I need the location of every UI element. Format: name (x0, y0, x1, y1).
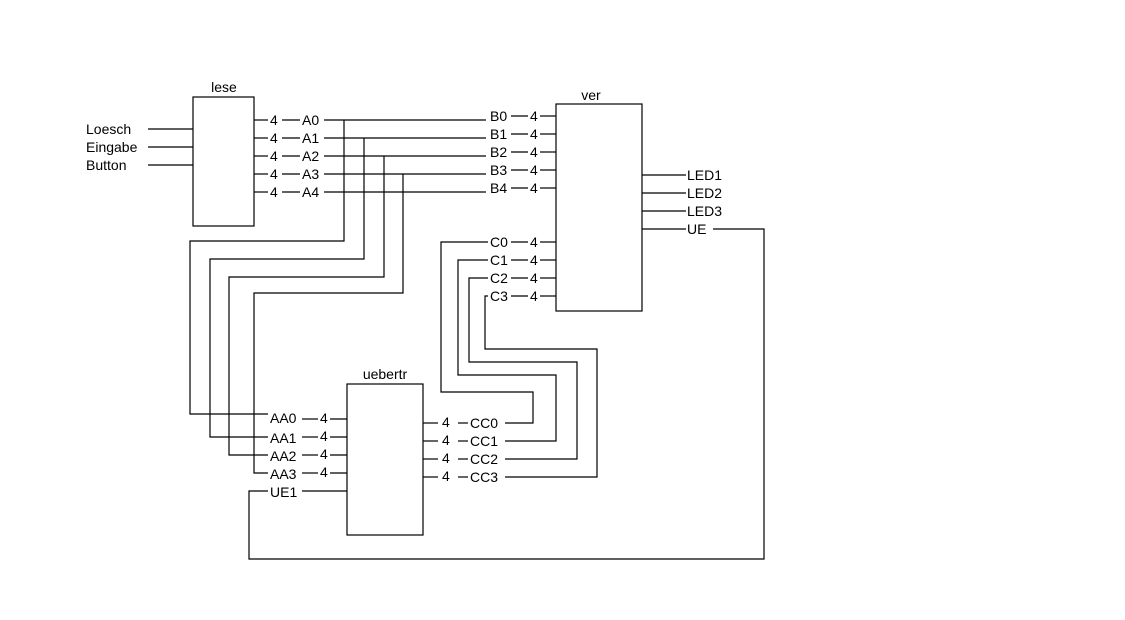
uebertr-input-aa0: AA0 (270, 410, 297, 426)
ver-bus-width-b2: 4 (530, 144, 538, 160)
uebertr-output-cc0: CC0 (470, 415, 498, 431)
uebertr-bus-width-aa2: 4 (320, 446, 328, 462)
ver-output-led3: LED3 (687, 203, 722, 219)
ver-input-c3: C3 (490, 288, 508, 304)
uebertr-bus-width-cc1: 4 (442, 432, 450, 448)
ver-input-b4: B4 (490, 180, 507, 196)
wire-a3-aa3 (253, 174, 404, 474)
lese-bus-width-a3: 4 (270, 166, 278, 182)
wire-a0-aa0 (189, 120, 345, 415)
uebertr-bus-width-aa1: 4 (320, 428, 328, 444)
ver-bus-width-c1: 4 (530, 252, 538, 268)
lese-output-a2: A2 (302, 148, 319, 164)
uebertr-output-cc2: CC2 (470, 451, 498, 467)
uebertr-bus-width-cc0: 4 (442, 414, 450, 430)
ver-input-c2: C2 (490, 270, 508, 286)
ver-input-b3: B3 (490, 162, 507, 178)
ver-output-ue: UE (687, 221, 706, 237)
ver-box (555, 103, 643, 312)
lese-bus-width-a1: 4 (270, 130, 278, 146)
wire-cc3-c3 (484, 295, 598, 478)
block-lese: lese Loesch Eingabe Button 4 4 4 4 4 A0 … (86, 79, 319, 227)
uebertr-bus-width-cc2: 4 (442, 450, 450, 466)
uebertr-output-cc3: CC3 (470, 469, 498, 485)
wires (189, 119, 765, 560)
uebertr-bus-width-cc3: 4 (442, 468, 450, 484)
lese-output-a3: A3 (302, 166, 319, 182)
uebertr-bus-width-aa3: 4 (320, 464, 328, 480)
wire-ue-ue1 (248, 228, 765, 560)
lese-input-loesch: Loesch (86, 121, 131, 137)
wire-cc1-c1 (457, 259, 557, 442)
uebertr-input-aa1: AA1 (270, 430, 297, 446)
lese-bus-width-a2: 4 (270, 148, 278, 164)
lese-bus-width-a0: 4 (270, 112, 278, 128)
ver-input-b2: B2 (490, 144, 507, 160)
lese-title: lese (211, 79, 237, 95)
lese-input-eingabe: Eingabe (86, 139, 138, 155)
block-ver: ver B0 B1 B2 B3 B4 4 4 4 4 4 C0 C1 C2 C3… (490, 87, 722, 312)
block-uebertr: uebertr AA0 AA1 AA2 AA3 UE1 4 4 4 4 4 4 … (270, 366, 498, 536)
ver-bus-width-b1: 4 (530, 126, 538, 142)
ver-bus-width-b0: 4 (530, 108, 538, 124)
ver-bus-width-b4: 4 (530, 180, 538, 196)
ver-bus-width-b3: 4 (530, 162, 538, 178)
wire-a2-aa2 (228, 156, 385, 456)
wire-cc2-c2 (468, 277, 578, 460)
lese-output-a4: A4 (302, 184, 319, 200)
lese-output-a0: A0 (302, 112, 319, 128)
ver-output-led2: LED2 (687, 185, 722, 201)
ver-input-b0: B0 (490, 108, 507, 124)
ver-input-c1: C1 (490, 252, 508, 268)
uebertr-input-ue1: UE1 (270, 484, 297, 500)
ver-bus-width-c3: 4 (530, 288, 538, 304)
ver-bus-width-c2: 4 (530, 270, 538, 286)
uebertr-output-cc1: CC1 (470, 433, 498, 449)
uebertr-title: uebertr (363, 366, 408, 382)
uebertr-input-aa3: AA3 (270, 466, 297, 482)
lese-bus-width-a4: 4 (270, 184, 278, 200)
ver-input-c0: C0 (490, 234, 508, 250)
uebertr-input-aa2: AA2 (270, 448, 297, 464)
uebertr-bus-width-aa0: 4 (320, 410, 328, 426)
lese-input-button: Button (86, 157, 126, 173)
ver-output-led1: LED1 (687, 167, 722, 183)
ver-bus-width-c0: 4 (530, 234, 538, 250)
uebertr-box (346, 383, 424, 536)
lese-output-a1: A1 (302, 130, 319, 146)
wire-cc0-c0 (440, 241, 534, 424)
ver-input-b1: B1 (490, 126, 507, 142)
lese-box (192, 96, 255, 227)
ver-title: ver (581, 87, 601, 103)
